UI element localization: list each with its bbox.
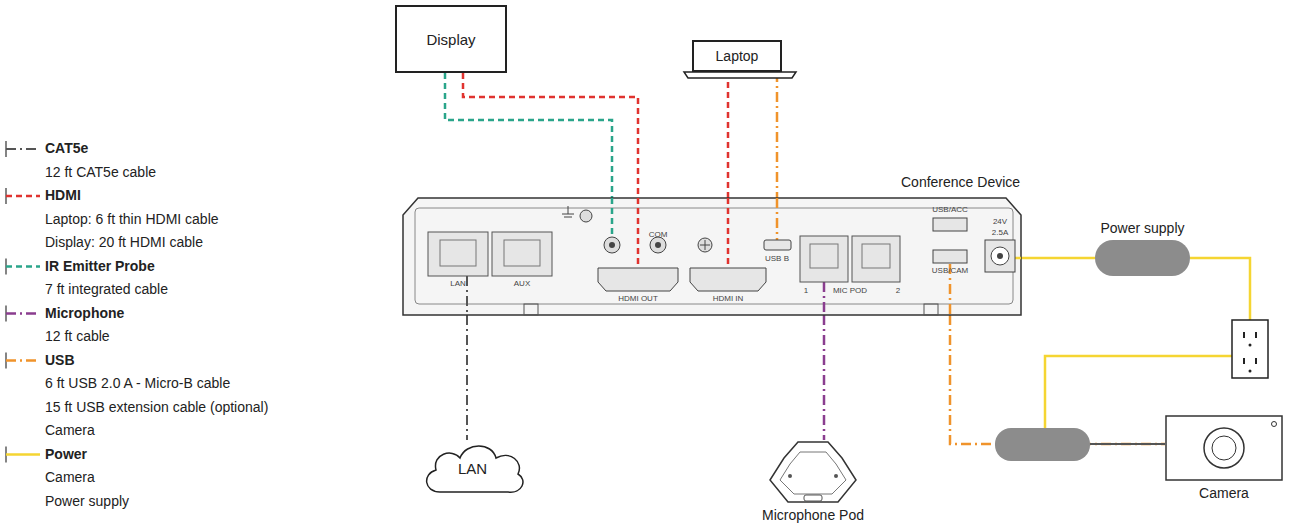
cat5e-cable: [466, 315, 468, 440]
legend-text: HDMI: [45, 187, 81, 203]
node-label: Power supply: [1100, 220, 1184, 236]
power-cable: [1021, 257, 1095, 260]
usb-cable: [776, 72, 779, 198]
port-label: 1: [804, 286, 808, 295]
hdmi-cable: [463, 73, 638, 198]
port-label: LAN: [450, 279, 466, 288]
hdmi-cable: [727, 72, 730, 198]
legend-text: 12 ft cable: [45, 328, 110, 344]
laptop-screen: Laptop: [692, 40, 782, 72]
legend-text: IR Emitter Probe: [45, 258, 155, 274]
port-label: USB/ACC: [932, 205, 968, 214]
legend-text: 15 ft USB extension cable (optional): [45, 399, 268, 415]
legend-text: Display: 20 ft HDMI cable: [45, 234, 203, 250]
port-label: HDMI OUT: [618, 294, 658, 303]
node-label: Microphone Pod: [762, 507, 864, 523]
legend-text: CAT5e: [45, 140, 88, 156]
camera-outline: [1165, 412, 1283, 482]
port-label: MIC POD: [833, 286, 867, 295]
node-label: Display: [426, 31, 475, 48]
node-label: Conference Device: [901, 174, 1020, 190]
usb-cable: [950, 315, 1165, 444]
legend-text: 12 ft CAT5e cable: [45, 164, 156, 180]
legend-line-sample: [6, 148, 40, 150]
port-label: USB B: [765, 254, 789, 263]
microphone-pod: Microphone Pod: [768, 440, 858, 504]
node-label: Laptop: [716, 48, 759, 64]
port-label: 24V: [993, 217, 1007, 226]
legend-line-sample: [6, 359, 40, 362]
legend-text: Laptop: 6 ft thin HDMI cable: [45, 211, 219, 227]
legend-line-sample: [6, 312, 40, 315]
legend-line-sample: [6, 195, 40, 198]
port-label: 2: [896, 286, 900, 295]
ir-cable: [445, 73, 612, 198]
port-label: USB/CAM: [932, 266, 968, 275]
port-label: HDMI IN: [713, 294, 744, 303]
legend-text: Camera: [45, 469, 95, 485]
port-label: AUX: [514, 279, 530, 288]
legend-text: Power supply: [45, 493, 129, 509]
legend-text: USB: [45, 352, 75, 368]
port-label: 2.5A: [992, 228, 1008, 237]
legend-text: Camera: [45, 422, 95, 438]
pod-outline: [768, 440, 858, 504]
legend-text: Power: [45, 446, 87, 462]
legend-line-sample: [6, 265, 40, 268]
legend-text: 6 ft USB 2.0 A - Micro-B cable: [45, 375, 230, 391]
legend-text: 7 ft integrated cable: [45, 281, 168, 297]
legend-text: Microphone: [45, 305, 124, 321]
camera: Camera: [1165, 412, 1283, 482]
power-supply: Power supply: [1095, 240, 1190, 276]
port-label: COM: [649, 230, 668, 239]
conference-device: Conference Device: [403, 198, 1021, 315]
node-label: LAN: [458, 459, 487, 476]
microphone-cable: [823, 315, 826, 440]
legend-line-sample: [6, 453, 40, 456]
display-box: Display: [395, 5, 507, 73]
lan-cloud: LAN: [420, 440, 525, 495]
node-label: Camera: [1199, 485, 1249, 501]
